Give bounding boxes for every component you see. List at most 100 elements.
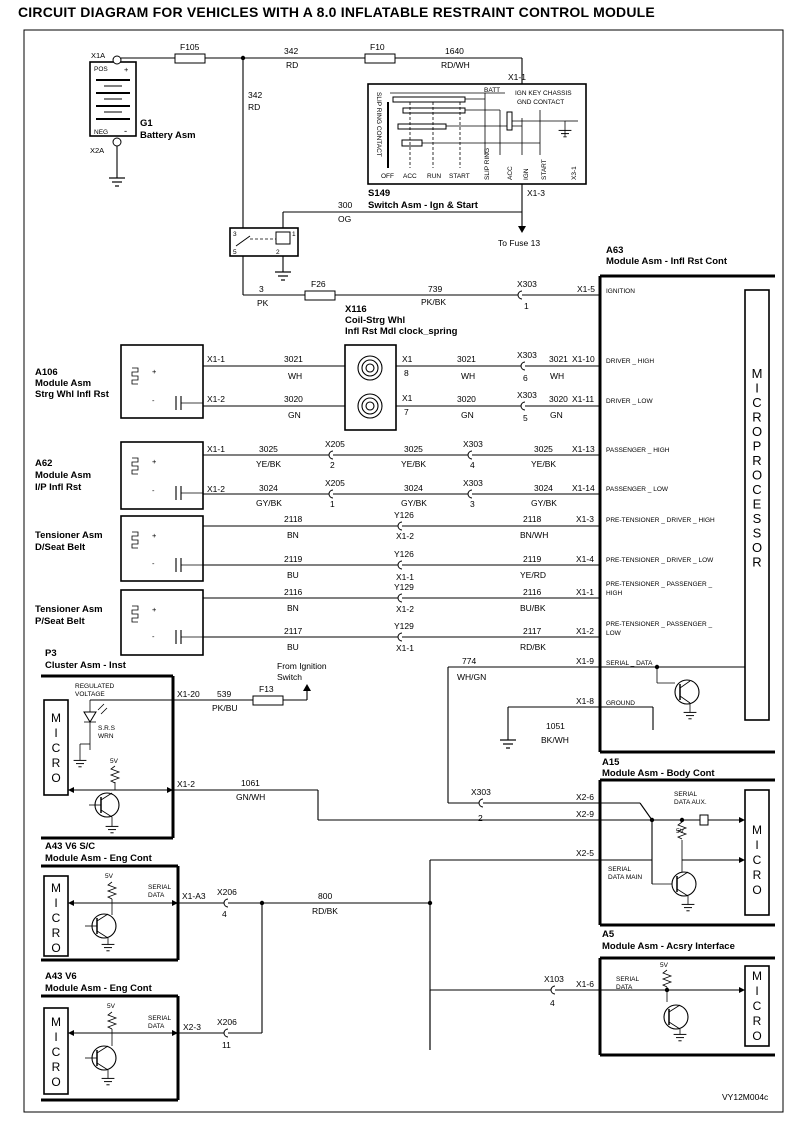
ign-pos-start: START — [449, 173, 470, 180]
battery-name: Battery Asm — [140, 130, 196, 141]
ign-x303: X303 — [517, 279, 537, 289]
a106-w3021: 3021 — [284, 354, 303, 364]
pre1-label: PRE-TENSIONER _ DRIVER _ LOW — [606, 557, 714, 564]
a63-ref: A63 — [606, 245, 623, 256]
battery-plus: + — [124, 65, 129, 74]
ignition-switch-s149: BATT IGN KEY CHASSIS GND CONTACT SLIP RI… — [367, 83, 587, 248]
pre2-c1: BN — [287, 603, 299, 613]
wire-774-color: WH/GN — [457, 672, 486, 682]
pass-low-c1: GY/BK — [256, 498, 282, 508]
pre3-w2: 2117 — [523, 626, 542, 636]
a5-x103-pin: 4 — [550, 998, 555, 1008]
relay-pin2: 2 — [276, 249, 280, 256]
p3-wrn: WRN — [98, 733, 114, 740]
a62-name1: Module Asm — [35, 470, 91, 481]
wire-1051-num: 1051 — [546, 721, 565, 731]
a106-x1-1: X1-1 — [207, 354, 225, 364]
ign-x1-1: X1-1 — [508, 72, 526, 82]
a15-x2-5: X2-5 — [576, 848, 594, 858]
micro-letter: C — [753, 999, 762, 1013]
a5-x1-6: X1-6 — [576, 979, 594, 989]
ign-switch-ref: S149 — [368, 188, 390, 199]
pre2-term: X1-1 — [576, 587, 594, 597]
ign-pos-acc: ACC — [403, 173, 417, 180]
pre0-c1: BN — [287, 530, 299, 540]
wire-800-color: RD/BK — [312, 906, 338, 916]
p3-srs: S.R.S — [98, 725, 116, 732]
tens-p-name2: P/Seat Belt — [35, 616, 85, 627]
pre2-w1: 2116 — [284, 587, 303, 597]
a106-gn: GN — [288, 410, 301, 420]
micro-letter: P — [753, 439, 762, 454]
fuse-f13-label: F13 — [259, 684, 274, 694]
drv-high-pin: 6 — [523, 373, 528, 383]
tensioner-passenger: Tensioner Asm P/Seat Belt + - — [35, 589, 204, 656]
pre1-w1: 2119 — [284, 554, 303, 564]
tens-p-plus: + — [152, 605, 157, 614]
a5-name: Module Asm - Acsry Interface — [602, 941, 735, 952]
micro-letter: C — [752, 482, 761, 497]
pre2-label2: HIGH — [606, 590, 623, 597]
a15-aux1: SERIAL — [674, 791, 698, 798]
relay: 3 5 1 2 300 OG 3 PK F26 739 PK/BK X303 1… — [229, 200, 635, 311]
pass-high-x205: X205 — [325, 439, 345, 449]
micro-letter: M — [51, 1015, 61, 1029]
wire-342b-num: 342 — [248, 90, 262, 100]
p3-reg1: REGULATED — [75, 683, 115, 690]
wire-739-num: 739 — [428, 284, 442, 294]
pre3-pin: X1-1 — [396, 643, 414, 653]
drv-low-conn: X303 — [517, 390, 537, 400]
micro-letter: O — [51, 771, 60, 785]
p3-ref: P3 — [45, 648, 57, 659]
a43-x206: X206 — [217, 1017, 237, 1027]
a15-main2: DATA MAIN — [608, 874, 642, 881]
a43sc-x1-a3: X1-A3 — [182, 891, 206, 901]
pre1-pin: X1-1 — [396, 572, 414, 582]
a5-ref: A5 — [602, 929, 615, 940]
a15-x2-6: X2-6 — [576, 792, 594, 802]
micro-letter: R — [52, 756, 61, 770]
p3-reg2: VOLTAGE — [75, 691, 105, 698]
drv-high-mid-c: WH — [461, 371, 475, 381]
a43-ref: A43 V6 — [45, 971, 77, 982]
tens-p-name1: Tensioner Asm — [35, 604, 103, 615]
a15-x303-pin: 2 — [478, 813, 483, 823]
pre1-w2: 2119 — [523, 554, 542, 564]
pass-high-c2: YE/BK — [401, 459, 426, 469]
micro-letter: R — [752, 555, 761, 570]
ign-pos-off: OFF — [381, 173, 394, 180]
figure-id: VY12M004c — [722, 1092, 769, 1102]
pre3-label1: PRE-TENSIONER _ PASSENGER _ — [606, 621, 712, 628]
micro-letter: I — [755, 984, 758, 998]
pass-high-c3: YE/BK — [531, 459, 556, 469]
a62-plus: + — [152, 457, 157, 466]
a62-ref: A62 — [35, 458, 52, 469]
a15-aux2: DATA AUX. — [674, 799, 707, 806]
a63-x1-8: X1-8 — [576, 696, 594, 706]
micro-letter: R — [52, 1060, 61, 1074]
drv-low-term: X1-11 — [572, 394, 594, 404]
wire-1061-num: 1061 — [241, 778, 260, 788]
pass-high-c1: YE/BK — [256, 459, 281, 469]
a43-sd2: DATA — [148, 1023, 165, 1030]
pre3-term: X1-2 — [576, 626, 594, 636]
pretensioner-wiring: 2118 BN Y126 X1-2 2118 BN/WH X1-3 PRE-TE… — [203, 510, 715, 653]
pre2-label1: PRE-TENSIONER _ PASSENGER _ — [606, 581, 712, 588]
drv-high-label: DRIVER _ HIGH — [606, 358, 654, 365]
fuse-f13 — [252, 695, 284, 706]
cs-pin8: 8 — [404, 368, 409, 378]
a5-5v: 5V — [660, 962, 669, 969]
ign-pos-run: RUN — [427, 173, 441, 180]
a63-name: Module Asm - Infl Rst Cont — [606, 256, 728, 267]
pre2-c2: BU/BK — [520, 603, 546, 613]
tens-d-name1: Tensioner Asm — [35, 530, 103, 541]
battery-ref: G1 — [140, 118, 153, 129]
ign-term-acc: ACC — [507, 166, 514, 180]
a106-minus: - — [152, 396, 155, 405]
top-wiring: F105 F10 342 RD 1640 RD/WH X1-1 342 RD — [121, 42, 526, 228]
wire-3-num: 3 — [259, 284, 264, 294]
wire-1051-color: BK/WH — [541, 735, 569, 745]
a106-plus: + — [152, 367, 157, 376]
